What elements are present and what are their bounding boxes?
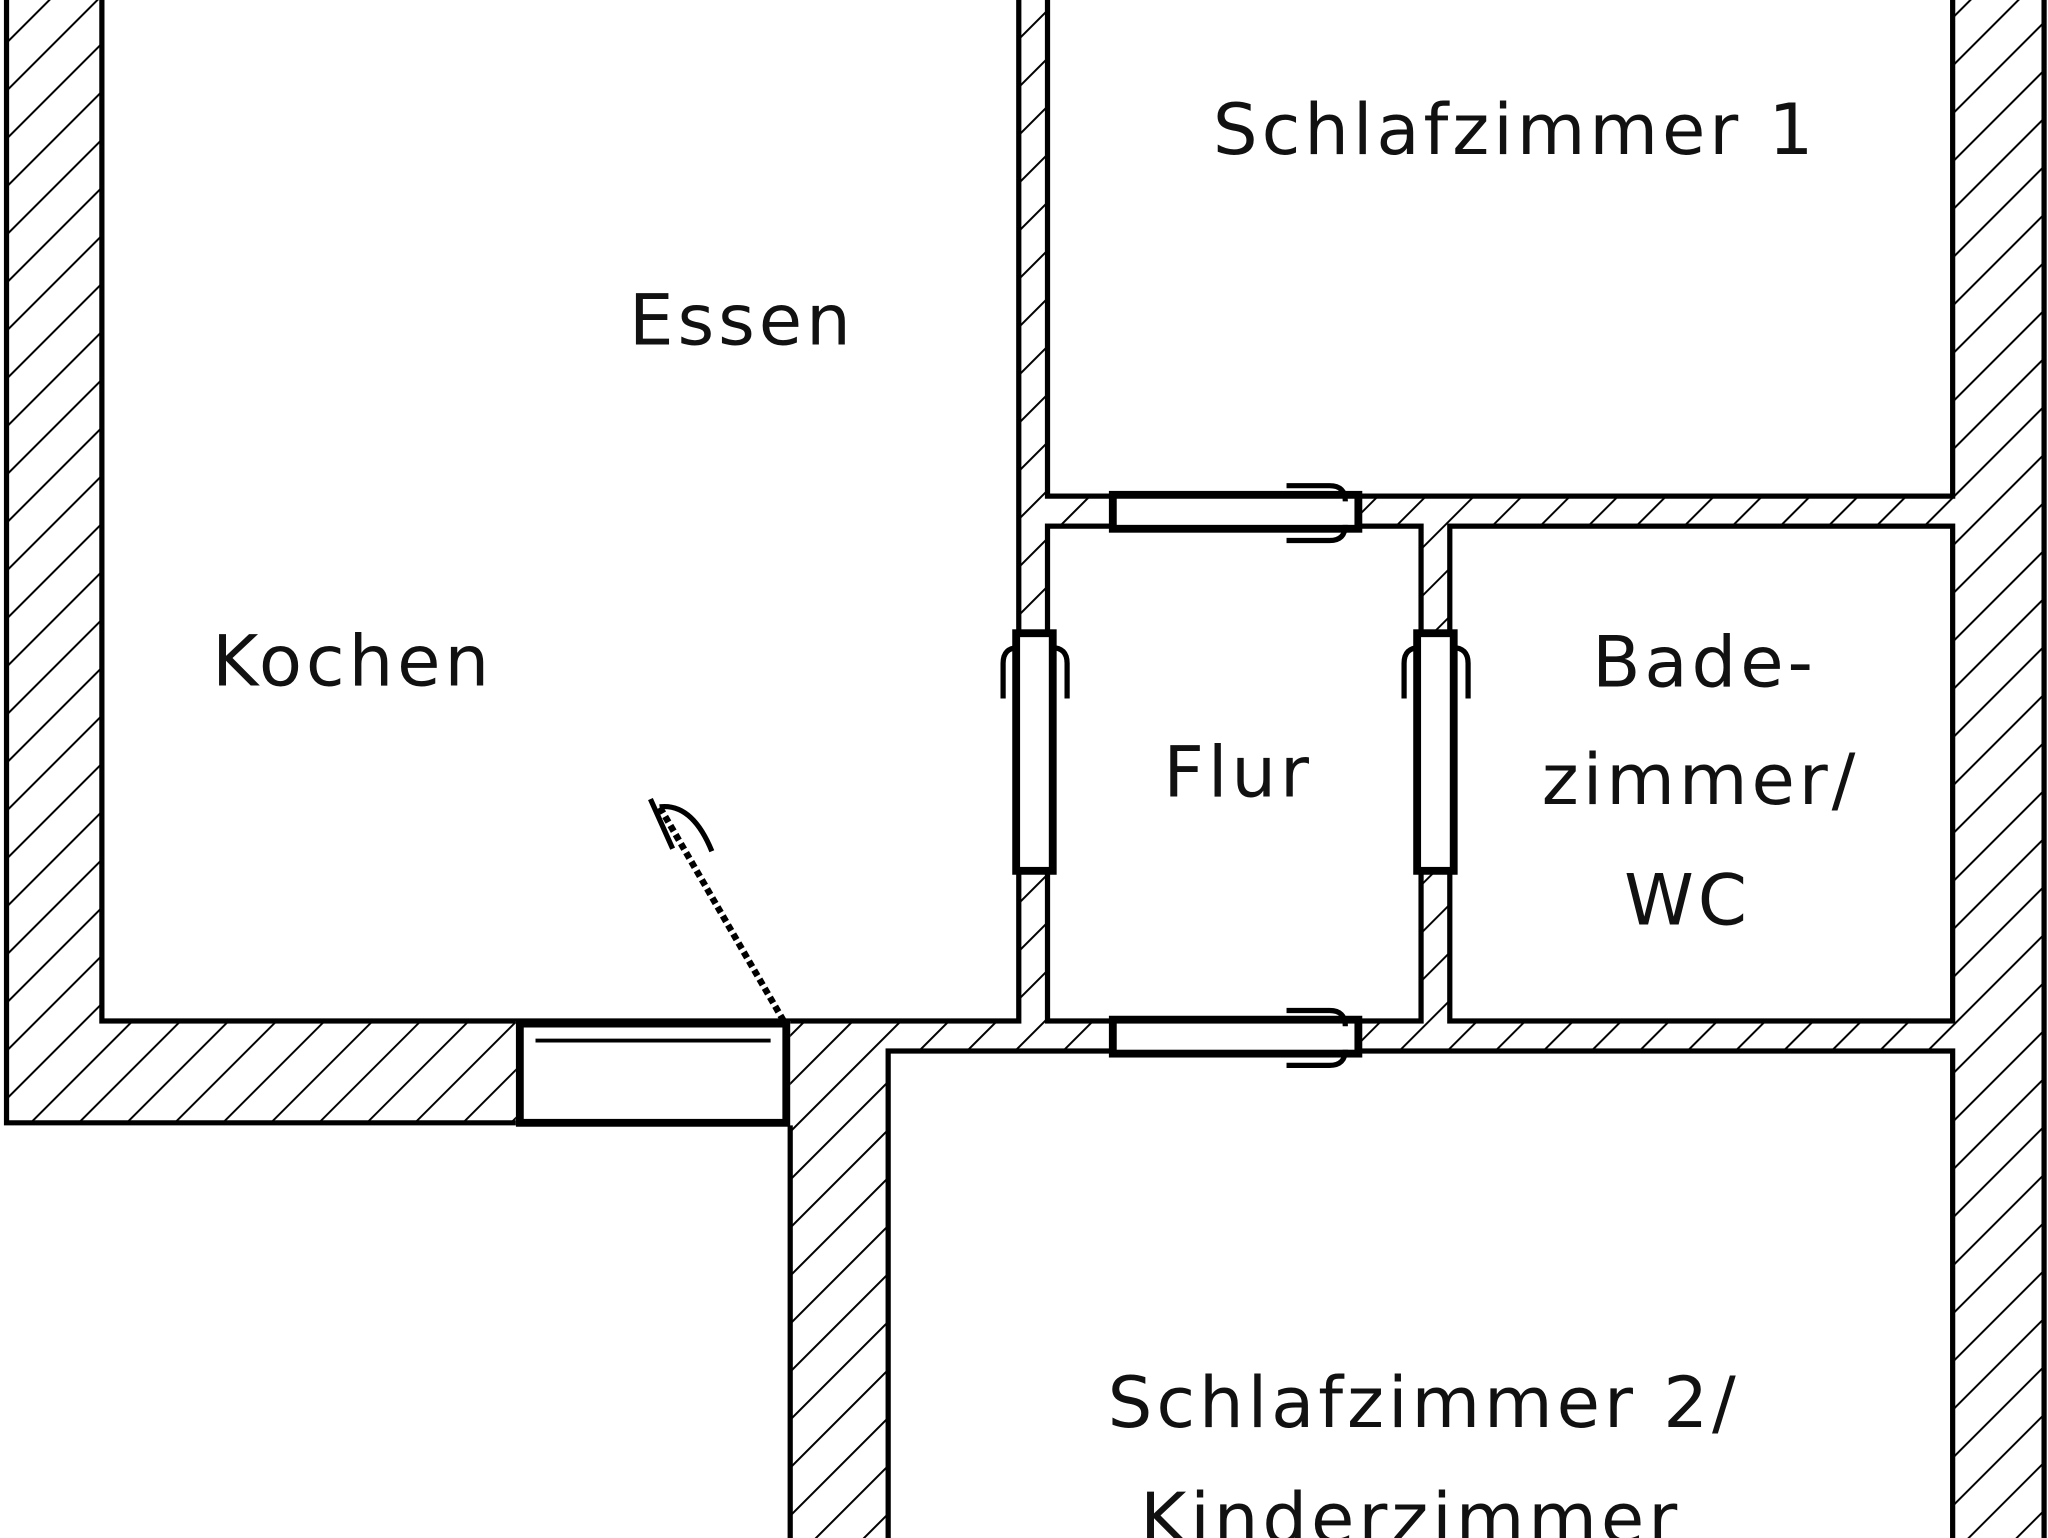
room-bedroom-1	[1044, 0, 1956, 499]
room-bathroom	[1447, 523, 1956, 1024]
label-bad-line2: zimmer/	[1542, 739, 1860, 821]
window-swing-arrow-icon	[648, 797, 715, 853]
label-schlafzimmer-2-line1: Schlafzimmer 2/	[1108, 1362, 1740, 1444]
room-kitchen-dining	[99, 0, 1022, 1024]
kitchen-window	[515, 1019, 791, 1127]
door-kitchen-hallway[interactable]	[1000, 629, 1070, 875]
label-bad-line3: WC	[1624, 859, 1751, 941]
exterior-outline	[3, 0, 2047, 1538]
outside-left-edge	[0, 0, 7, 1538]
room-bedroom-2	[885, 1048, 1956, 1538]
label-kochen: Kochen	[212, 620, 493, 702]
outside-bottom-left	[0, 1122, 791, 1538]
label-essen: Essen	[629, 280, 855, 362]
door-hallway-bathroom[interactable]	[1401, 629, 1471, 875]
door-hallway-bedroom2[interactable]	[1108, 1007, 1363, 1068]
label-bad-line1: Bade-	[1592, 622, 1817, 704]
label-schlafzimmer-1: Schlafzimmer 1	[1213, 89, 1817, 171]
door-bedroom1-hallway[interactable]	[1108, 483, 1363, 544]
label-flur: Flur	[1163, 731, 1313, 813]
label-schlafzimmer-2-line2: Kinderzimmer	[1140, 1478, 1681, 1538]
